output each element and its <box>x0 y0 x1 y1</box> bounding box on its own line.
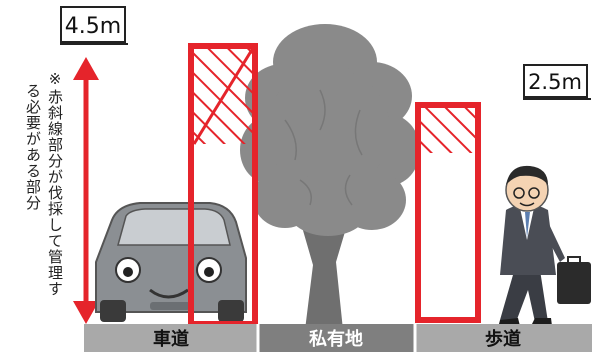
svg-text:4.5m: 4.5m <box>65 14 121 39</box>
note-line-2: る必要がある部分 <box>24 83 42 211</box>
tree-illustration <box>240 24 420 330</box>
sidewalk-clearance-zone <box>415 102 481 323</box>
ground-bar: 車道 私有地 歩道 <box>84 324 592 352</box>
ground-label-sidewalk: 歩道 <box>485 328 521 350</box>
ground-label-road: 車道 <box>153 328 189 350</box>
height-label-4-5m: 4.5m <box>60 6 128 45</box>
svg-text:2.5m: 2.5m <box>528 70 582 94</box>
height-label-2-5m: 2.5m <box>523 64 591 100</box>
roadside-clearance-zone <box>188 43 258 327</box>
note-line-1: ※赤斜線部分が伐採して管理す <box>46 70 64 297</box>
height-arrow <box>73 57 99 324</box>
car-illustration <box>95 202 247 322</box>
ground-label-private: 私有地 <box>309 328 363 350</box>
pedestrian-illustration <box>498 165 591 328</box>
